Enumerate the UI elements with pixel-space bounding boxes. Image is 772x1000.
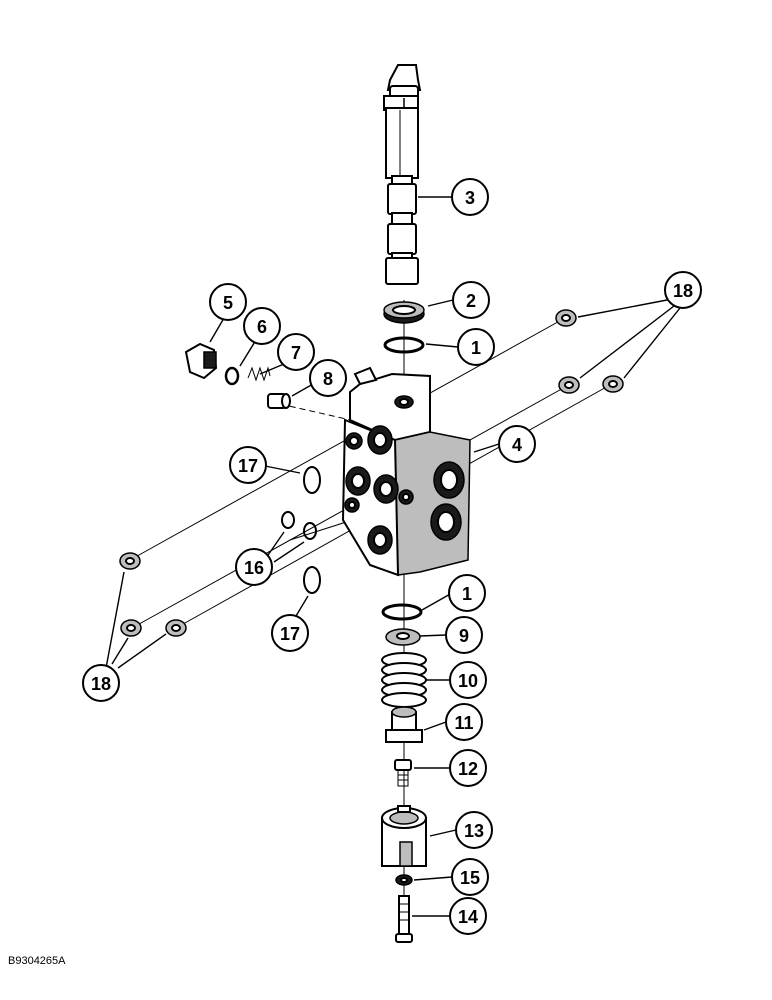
callout-3: 3 [451, 178, 489, 216]
callout-7: 7 [277, 333, 315, 371]
callout-16: 16 [235, 548, 273, 586]
svg-text:18: 18 [91, 674, 111, 694]
washer-18-left-top [119, 552, 141, 570]
svg-text:2: 2 [466, 291, 476, 311]
svg-text:6: 6 [257, 317, 267, 337]
washer-18-left-mid [120, 619, 142, 637]
callout-4: 4 [498, 425, 536, 463]
callout-14: 14 [449, 897, 487, 935]
washer-18-right-top [555, 309, 577, 327]
spring-7-part [247, 366, 271, 382]
svg-text:12: 12 [458, 759, 478, 779]
svg-text:17: 17 [280, 624, 300, 644]
valve-section-body [341, 366, 471, 577]
svg-text:17: 17 [238, 456, 258, 476]
spool-part [383, 64, 422, 285]
washer-18-right-mid [558, 376, 580, 394]
svg-text:16: 16 [244, 558, 264, 578]
cap-13-part [381, 805, 427, 867]
wiper-seal-part [383, 301, 425, 324]
callout-1-top: 1 [457, 328, 495, 366]
svg-text:8: 8 [323, 369, 333, 389]
svg-text:14: 14 [458, 907, 478, 927]
figure-id-label: B9304265A [8, 955, 66, 967]
svg-text:10: 10 [458, 671, 478, 691]
screw-14-part [395, 895, 413, 943]
poppet-8-part [267, 393, 291, 409]
washer-9-part [385, 628, 421, 646]
callout-5: 5 [209, 283, 247, 321]
plug-part [184, 342, 218, 380]
svg-text:11: 11 [454, 713, 473, 733]
callout-6: 6 [243, 307, 281, 345]
washer-15-part [395, 874, 413, 886]
leader-lines [105, 196, 681, 917]
bolt-12-part [394, 759, 412, 787]
svg-text:5: 5 [223, 293, 233, 313]
callout-2: 2 [452, 281, 490, 319]
svg-text:1: 1 [462, 584, 472, 604]
svg-text:7: 7 [291, 343, 301, 363]
callout-12: 12 [449, 749, 487, 787]
callout-18-left: 18 [82, 664, 120, 702]
washer-18-left-low [165, 619, 187, 637]
callout-1-bottom: 1 [448, 574, 486, 612]
o-ring-6-part [224, 366, 240, 386]
washer-18-right-low [602, 375, 624, 393]
o-ring-17-upper [303, 466, 321, 494]
svg-text:15: 15 [460, 868, 480, 888]
callout-11: 11 [445, 703, 483, 741]
callout-10: 10 [449, 661, 487, 699]
spring-seat-11-part [385, 706, 423, 743]
callout-15: 15 [451, 858, 489, 896]
callout-18-right: 18 [664, 271, 702, 309]
o-ring-17-lower [303, 566, 321, 594]
callout-8: 8 [309, 359, 347, 397]
svg-text:9: 9 [459, 626, 469, 646]
svg-text:1: 1 [471, 338, 481, 358]
callout-9: 9 [445, 616, 483, 654]
callout-17-lower: 17 [271, 614, 309, 652]
callout-13: 13 [455, 811, 493, 849]
callout-17-upper: 17 [229, 446, 267, 484]
svg-text:3: 3 [465, 188, 475, 208]
svg-text:18: 18 [673, 281, 693, 301]
o-ring-bottom-part [381, 603, 423, 621]
svg-text:4: 4 [512, 435, 522, 455]
o-rings-16 [281, 511, 317, 540]
spring-10-part [381, 652, 427, 708]
o-ring-top-part [383, 336, 425, 354]
svg-text:13: 13 [464, 821, 484, 841]
